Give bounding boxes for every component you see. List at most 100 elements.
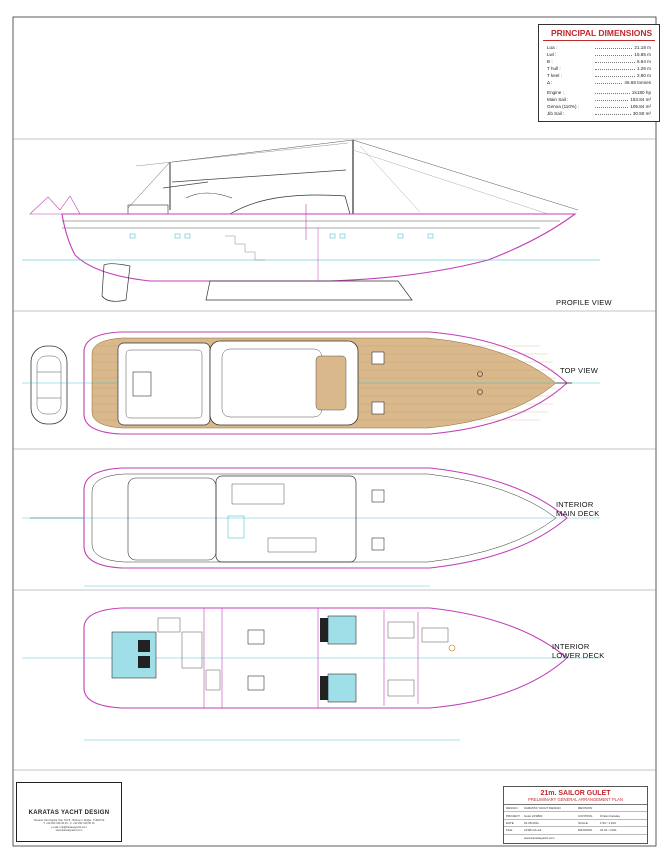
- engine: [247, 675, 265, 691]
- main-deck-label-line1: INTERIOR: [556, 500, 594, 509]
- drawing-title: 21m. SAILOR GULET: [540, 790, 611, 797]
- guest-bed: [327, 615, 357, 645]
- designer-name: KARATAS YACHT DESIGN: [28, 810, 110, 816]
- porthole: [427, 233, 434, 239]
- deckhouse: [228, 194, 351, 215]
- dimension-label: Lwl :: [547, 52, 557, 57]
- companionway-stairs: [225, 235, 265, 261]
- drawing-subtitle: PRELIMINARY GENERAL ARRANGEMENT PLAN: [504, 797, 647, 805]
- porthole: [184, 233, 191, 239]
- helm-station: [132, 371, 152, 397]
- dimension-value: 1.26 m: [636, 66, 651, 71]
- master-bed: [111, 631, 157, 679]
- dimension-label: Engine :: [547, 90, 564, 95]
- profile-view: [22, 139, 600, 302]
- main-deck-label: INTERIOR MAIN DECK: [556, 500, 599, 518]
- hatch: [371, 351, 385, 365]
- jib-luff: [352, 149, 549, 215]
- bathroom: [181, 631, 203, 669]
- dimension-label: Genoa (110%) :: [547, 104, 580, 109]
- forestay: [352, 139, 579, 211]
- stairs-lower: [205, 669, 221, 691]
- dimension-label: Jib Sail :: [547, 111, 565, 116]
- guest-bath: [387, 621, 415, 639]
- dimension-row: T keel :2.80 m: [539, 72, 659, 79]
- dimension-value: 21.18 m: [634, 45, 651, 50]
- main-deck-view: [22, 467, 600, 587]
- title-block-row: www.karatasyacht.com: [524, 835, 555, 840]
- galley: [231, 483, 285, 505]
- dimension-value: 30.50 m²: [632, 111, 651, 116]
- address-line: Tersane Yolu Kapılar Sok. NO:8 - Bodrum …: [33, 819, 105, 822]
- porthole: [174, 233, 181, 239]
- boom-2: [162, 181, 209, 189]
- crew-area: [421, 627, 449, 643]
- dimension-row: Δ : 45.68 tonnes: [539, 79, 659, 86]
- keel: [205, 280, 413, 301]
- address-line: e-mail: info@karatasyacht.com: [51, 825, 87, 829]
- hull-profile: [61, 213, 577, 282]
- profile-view-label: PROFILE VIEW: [556, 298, 612, 307]
- dimension-value: 5.84 m: [636, 59, 651, 64]
- pillow: [320, 676, 328, 700]
- engine: [247, 629, 265, 645]
- lower-deck-view: [22, 607, 600, 741]
- windlass: [477, 371, 483, 377]
- address-line: www.karatasyacht.com: [55, 829, 83, 833]
- dimension-row: Jib Sail : 30.50 m²: [539, 110, 659, 117]
- dimension-row: B :5.84 m: [539, 58, 659, 65]
- title-block: 21m. SAILOR GULET PRELIMINARY GENERAL AR…: [503, 786, 648, 844]
- dimension-value: 2.80 m: [636, 73, 651, 78]
- principal-dimensions-table: PRINCIPAL DIMENSIONS Loa : 21.18 m Lwl : 1…: [538, 24, 660, 122]
- sheet-border: [12, 16, 657, 847]
- cockpit: [117, 342, 211, 426]
- main-deck-label-line2: MAIN DECK: [556, 509, 600, 518]
- dimension-label: Loa :: [547, 45, 558, 50]
- toilet: [448, 644, 456, 652]
- designer-logo: KARATAS YACHT DESIGN Tersane Yolu Kapıla…: [16, 782, 122, 842]
- hatch: [371, 537, 385, 551]
- dimension-row: Main Sail : 153.84 m²: [539, 96, 659, 103]
- helm-console: [127, 204, 169, 215]
- saloon-sofa: [267, 537, 317, 553]
- top-view: [22, 331, 600, 435]
- pillow: [138, 656, 150, 668]
- guest-bath: [387, 679, 415, 697]
- dimension-row: Loa : 21.18 m: [539, 44, 659, 51]
- cockpit-seat: [125, 349, 203, 419]
- address-line: T: +90 252 316 00 00 - F: +90 252 316 00…: [43, 822, 95, 826]
- saloon: [215, 475, 357, 563]
- boom: [171, 169, 347, 183]
- porthole: [329, 233, 336, 239]
- mizzen-stay: [127, 161, 171, 209]
- lower-deck-label-line2: LOWER DECK: [552, 651, 605, 660]
- hatch: [371, 401, 385, 415]
- skylight: [315, 355, 347, 411]
- dimension-row: Engine :2x180 hp: [539, 89, 659, 96]
- dimension-row: Genoa (110%) : 105.84 m²: [539, 103, 659, 110]
- dimension-label: T hull :: [547, 66, 561, 71]
- porthole: [397, 233, 404, 239]
- dimension-value: 153.84 m²: [630, 97, 651, 102]
- dimension-label: Main Sail :: [547, 97, 569, 102]
- wardrobe: [157, 617, 181, 633]
- guest-bed: [327, 673, 357, 703]
- top-view-label: TOP VIEW: [560, 366, 598, 375]
- bimini: [185, 192, 233, 199]
- dimension-label: Δ :: [547, 80, 553, 85]
- dimension-row: T hull : 1.26 m: [539, 65, 659, 72]
- porthole: [339, 233, 346, 239]
- lower-deck-label-line1: INTERIOR: [552, 642, 590, 651]
- principal-dimensions-title: PRINCIPAL DIMENSIONS: [543, 25, 655, 41]
- dimension-value: 105.84 m²: [630, 104, 651, 109]
- stairs-main: [227, 515, 245, 539]
- dimension-value: 45.68 tonnes: [624, 80, 651, 85]
- hatch: [371, 489, 385, 503]
- cross-stay: [135, 142, 349, 167]
- lower-deck-label: INTERIOR LOWER DECK: [552, 642, 604, 660]
